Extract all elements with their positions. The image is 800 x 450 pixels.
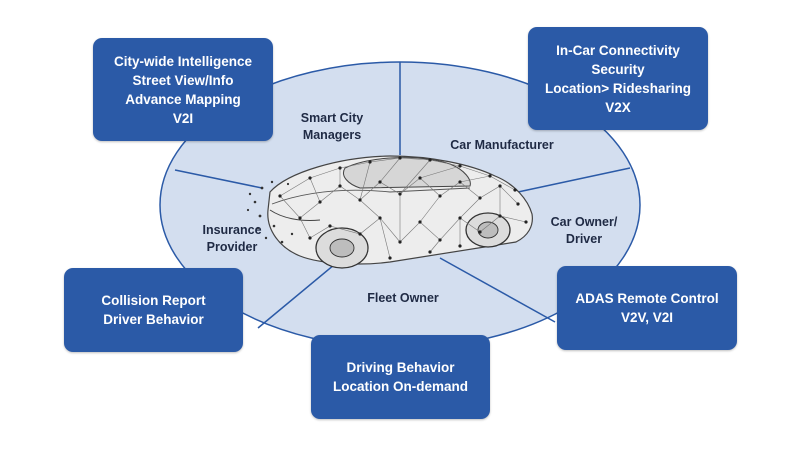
segment-label-line: Smart City <box>300 111 364 125</box>
box-text-line: City-wide Intelligence <box>113 53 253 69</box>
box-text-line: V2V, V2I <box>620 310 674 325</box>
segment-label-line: Driver <box>565 232 603 246</box>
segment-smart-city-managers: Smart City Managers <box>284 110 380 144</box>
segment-label-line: Car Manufacturer <box>450 138 554 152</box>
box-text-line: Security <box>591 61 645 77</box>
segment-label-line: Fleet Owner <box>367 291 439 305</box>
segment-label-line: Provider <box>206 240 258 254</box>
box-text-line: V2I <box>172 110 194 126</box>
segment-insurance-provider: Insurance Provider <box>184 222 280 256</box>
box-text-line: ADAS Remote Control <box>575 291 719 306</box>
segment-label-line: Insurance <box>202 223 262 237</box>
box-collision-report: Collision Report Driver Behavior <box>64 268 243 352</box>
box-text-line: Location> Ridesharing <box>545 80 691 96</box>
box-city-wide-intelligence: City-wide Intelligence Street View/Info … <box>93 38 273 141</box>
box-text-line: V2X <box>605 99 631 115</box>
box-text-line: Advance Mapping <box>125 91 241 107</box>
wireframe-car-icon <box>246 155 533 269</box>
box-adas-remote-control: ADAS Remote Control V2V, V2I <box>557 266 737 350</box>
segment-label-line: Managers <box>302 128 362 142</box>
box-text-line: Collision Report <box>101 293 206 308</box>
segment-label-line: Car Owner/ <box>550 215 618 229</box>
segment-car-manufacturer: Car Manufacturer <box>432 137 572 154</box>
box-text-line: Location On-demand <box>333 379 468 394</box>
segment-fleet-owner: Fleet Owner <box>348 290 458 307</box>
box-in-car-connectivity: In-Car Connectivity Security Location> R… <box>528 27 708 130</box>
box-text-line: In-Car Connectivity <box>556 42 680 58</box>
box-driving-behavior: Driving Behavior Location On-demand <box>311 335 490 419</box>
box-text-line: Driving Behavior <box>346 360 455 375</box>
box-text-line: Street View/Info <box>132 72 234 88</box>
segment-car-owner-driver: Car Owner/ Driver <box>536 214 632 248</box>
box-text-line: Driver Behavior <box>103 312 204 327</box>
